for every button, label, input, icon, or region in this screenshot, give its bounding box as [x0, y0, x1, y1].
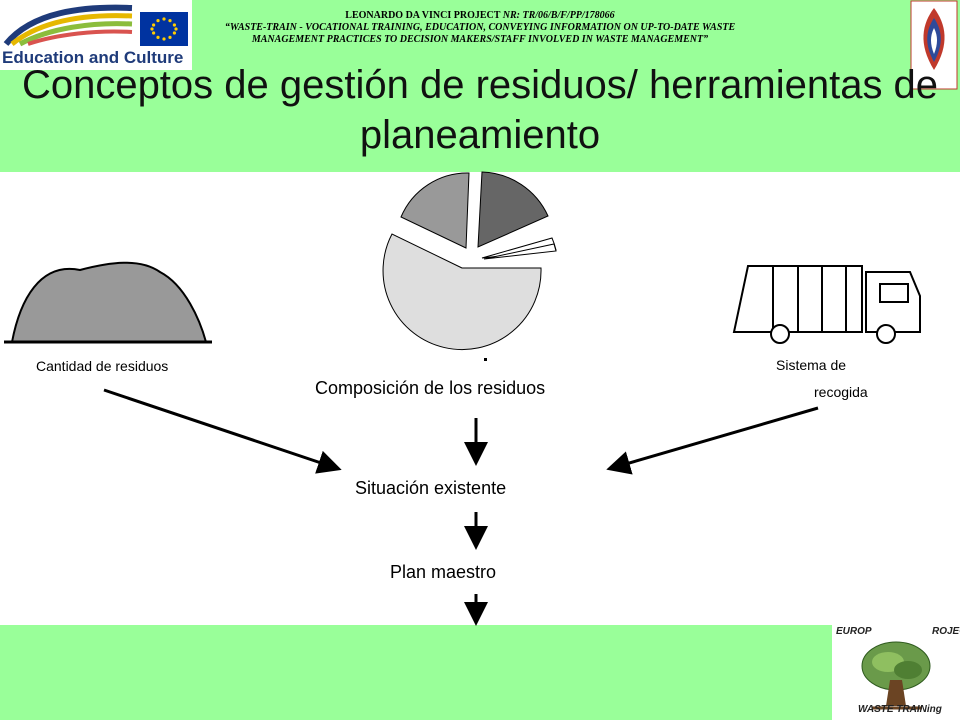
waste-pile-shape [4, 261, 212, 344]
project-subtitle-2: MANAGEMENT PRACTICES TO DECISION MAKERS/… [251, 34, 709, 45]
swoosh-icon [3, 4, 133, 47]
dot-mark [484, 358, 487, 361]
tree-logo-text-bottom: WASTE TRAINing [858, 704, 942, 715]
logo-label: Education and Culture [2, 48, 184, 67]
eu-flag-icon [140, 12, 188, 46]
project-number: NR: TR/06/B/F/PP/178066 [502, 10, 615, 21]
collection-label-2: recogida [814, 384, 868, 400]
existing-situation-label: Situación existente [355, 478, 507, 498]
eu-education-culture-logo: Education and Culture [0, 0, 192, 70]
footer-band [0, 625, 960, 720]
composition-pie-icon [382, 171, 557, 351]
slide-title: Conceptos de gestión de residuos/ herram… [21, 63, 939, 157]
master-plan-label: Plan maestro [390, 562, 497, 582]
arrow-collection-to-existing [606, 406, 819, 475]
composition-label: Composición de los residuos [315, 378, 546, 398]
arrow-quantity-to-existing [103, 388, 342, 474]
quantity-label: Cantidad de residuos [36, 358, 169, 374]
project-header: LEONARDO DA VINCI PROJECT NR: TR/06/B/F/… [210, 10, 750, 46]
tree-logo-text-left: EUROP [836, 626, 872, 637]
collection-label-1: Sistema de [776, 357, 847, 373]
garbage-truck-icon [732, 265, 921, 344]
waste-training-tree-logo: EUROP ROJECT WASTE TRAINing [832, 624, 960, 720]
tree-logo-text-right: ROJECT [932, 626, 960, 637]
project-subtitle-1: “WASTE-TRAIN - VOCATIONAL TRAINING, EDUC… [224, 22, 736, 33]
project-line: LEONARDO DA VINCI PROJECT [345, 10, 501, 21]
partner-emblem-logo [910, 0, 958, 90]
